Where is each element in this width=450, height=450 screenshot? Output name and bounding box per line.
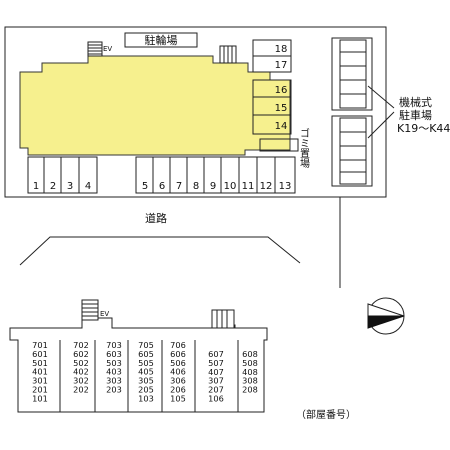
parking-slot-label: 9 <box>210 181 216 192</box>
room-number: 307 <box>208 376 224 386</box>
garbage-label: ゴミ置場 <box>298 127 310 169</box>
room-number: 306 <box>170 376 186 386</box>
room-number: 607 <box>208 349 224 359</box>
room-number: 207 <box>208 385 224 395</box>
site-boundary <box>4 26 387 288</box>
north-arrow-icon <box>367 297 405 335</box>
room-number: 508 <box>242 358 258 368</box>
stairwell-icon <box>211 309 235 329</box>
parking-slot-label: 2 <box>50 181 56 192</box>
parking-slot-label: 14 <box>275 121 288 132</box>
room-number: 507 <box>208 358 224 368</box>
room-number: 408 <box>242 367 258 377</box>
road-label: 道路 <box>145 211 167 225</box>
parking-slot-label: 18 <box>275 44 288 55</box>
room-number: 405 <box>138 367 154 377</box>
room-number: 506 <box>170 358 186 368</box>
room-number: 407 <box>208 367 224 377</box>
room-number: 101 <box>32 393 48 403</box>
parking-slot-label: 6 <box>159 181 165 192</box>
mechanical-parking-range: K19～K44 <box>397 122 450 135</box>
room-number: 503 <box>106 358 122 368</box>
room-number: 602 <box>73 349 89 359</box>
room-number: 608 <box>242 349 258 359</box>
parking-slot-label: 13 <box>279 181 292 192</box>
room-number: 502 <box>73 358 89 368</box>
parking-slot-label: 7 <box>176 181 182 192</box>
room-number: 308 <box>242 376 258 386</box>
garbage-area: ゴミ置場 <box>259 127 310 169</box>
room-number: 401 <box>32 367 48 377</box>
parking-slot-label: 10 <box>224 181 237 192</box>
upper-building: EV <box>19 41 291 156</box>
room-number: 202 <box>73 385 89 395</box>
room-number: 205 <box>138 385 154 395</box>
parking-slot-label: 4 <box>85 181 91 192</box>
room-number: 501 <box>32 358 48 368</box>
room-number: 305 <box>138 376 154 386</box>
room-number: 201 <box>32 385 48 395</box>
parking-bottom-row: 1 2 3 4 5 6 7 8 9 10 11 12 13 <box>27 156 296 194</box>
lower-building: EV <box>9 299 268 413</box>
parking-right-stack: 18 17 16 15 14 <box>252 39 292 135</box>
room-number: 302 <box>73 376 89 386</box>
room-number: 603 <box>106 349 122 359</box>
room-number: 303 <box>106 376 122 386</box>
ev-label: EV <box>100 310 109 318</box>
mechanical-parking-label: 駐車場 <box>399 108 432 122</box>
room-number: 106 <box>208 394 224 404</box>
parking-slot-label: 1 <box>33 181 39 192</box>
parking-slot-label: 8 <box>193 181 199 192</box>
parking-slot-label: 5 <box>142 181 148 192</box>
room-number: 703 <box>106 340 122 350</box>
room-numbers-caption: （部屋番号） <box>296 408 356 421</box>
room-number: 601 <box>32 349 48 359</box>
road-boundary <box>19 236 301 266</box>
room-number: 406 <box>170 367 186 377</box>
parking-slot-label: 15 <box>275 103 288 114</box>
parking-slot-label: 11 <box>242 181 255 192</box>
room-number: 208 <box>242 385 258 395</box>
room-number: 702 <box>73 340 89 350</box>
ev-label: EV <box>103 45 112 53</box>
room-number: 606 <box>170 349 186 359</box>
bicycle-parking-label: 駐輪場 <box>145 33 178 47</box>
room-number: 605 <box>138 349 154 359</box>
parking-slot-label: 17 <box>275 60 288 71</box>
room-number: 701 <box>32 340 48 350</box>
room-number: 206 <box>170 385 186 395</box>
room-number: 403 <box>106 367 122 377</box>
room-number: 705 <box>138 340 154 350</box>
mechanical-parking-label: 機械式 <box>399 95 432 109</box>
room-number: 105 <box>170 393 186 403</box>
room-number: 203 <box>106 385 122 395</box>
parking-slot-label: 12 <box>260 181 273 192</box>
room-number: 706 <box>170 340 186 350</box>
mechanical-parking: 機械式 駐車場 K19～K44 <box>331 37 450 187</box>
stairwell-icon <box>81 299 99 321</box>
room-number: 301 <box>32 376 48 386</box>
bicycle-parking: 駐輪場 <box>124 32 198 48</box>
parking-slot-label: 16 <box>275 85 288 96</box>
room-number: 505 <box>138 358 154 368</box>
parking-slot-label: 3 <box>67 181 73 192</box>
room-number: 103 <box>138 393 154 403</box>
room-number: 402 <box>73 367 89 377</box>
